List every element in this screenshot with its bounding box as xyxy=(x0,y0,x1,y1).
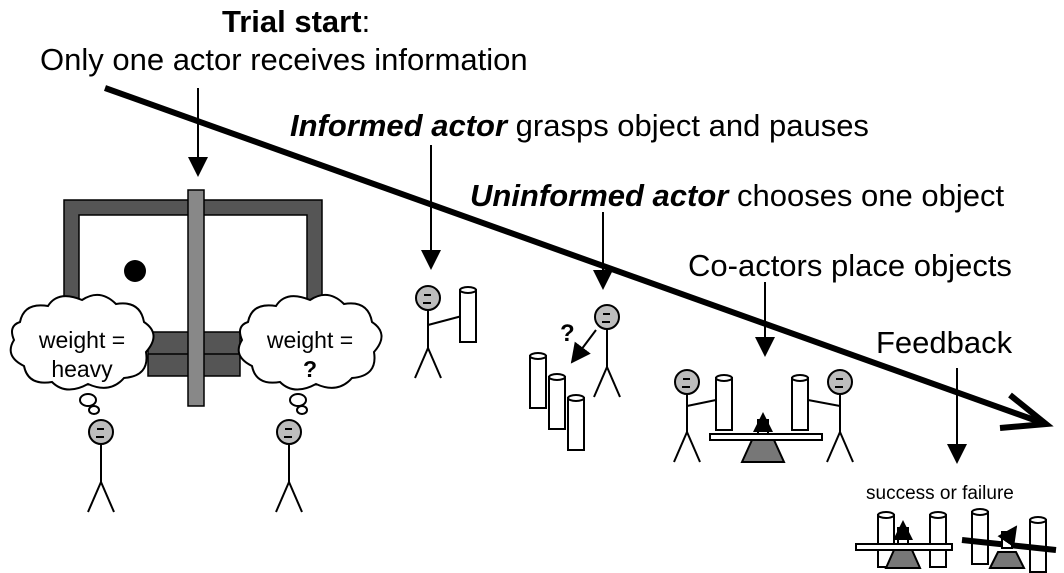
uninformed-choice-scene xyxy=(529,304,621,451)
feedback-outcome-label: success or failure xyxy=(866,483,1014,504)
trial-start-description: Only one actor receives information xyxy=(40,42,528,77)
informed-actor-text: grasps object and pauses xyxy=(507,108,869,143)
informed-grasp-scene xyxy=(414,285,477,379)
informed-actor-emphasis: Informed actor xyxy=(290,108,508,143)
thought-right-text: weight = ? xyxy=(244,326,376,384)
feedback-success-scale xyxy=(855,511,953,569)
thought-right-line2: ? xyxy=(302,355,318,382)
informed-actor-label: Informed actor grasps object and pauses xyxy=(290,110,869,141)
uninformed-actor-emphasis: Uninformed actor xyxy=(470,178,729,213)
uninformed-actor-label: Uninformed actor chooses one object xyxy=(470,180,1004,211)
thought-left-line2: heavy xyxy=(51,355,113,382)
feedback-failure-scale xyxy=(961,508,1057,573)
coactors-label: Co-actors place objects xyxy=(688,248,1012,283)
thought-left-text: weight = heavy xyxy=(16,326,148,384)
trial-start-colon: : xyxy=(361,4,371,39)
feedback-label: Feedback xyxy=(876,325,1013,360)
apparatus xyxy=(63,189,323,407)
thought-left-line1: weight = xyxy=(38,327,126,353)
choice-question-mark: ? xyxy=(560,320,575,347)
trial-start-title: Trial start xyxy=(222,4,362,39)
thought-right-line1: weight = xyxy=(266,327,354,353)
thought-cloud-right xyxy=(237,293,383,415)
trial-start-label: Trial start: xyxy=(222,6,370,37)
thought-cloud-left xyxy=(9,293,155,415)
uninformed-actor-text: chooses one object xyxy=(728,178,1005,213)
coactors-scene xyxy=(673,369,854,463)
target-dot xyxy=(124,260,146,282)
actor-informed-figure xyxy=(87,419,115,513)
actor-uninformed-figure xyxy=(275,419,303,513)
timeline-arrow xyxy=(103,85,1054,431)
